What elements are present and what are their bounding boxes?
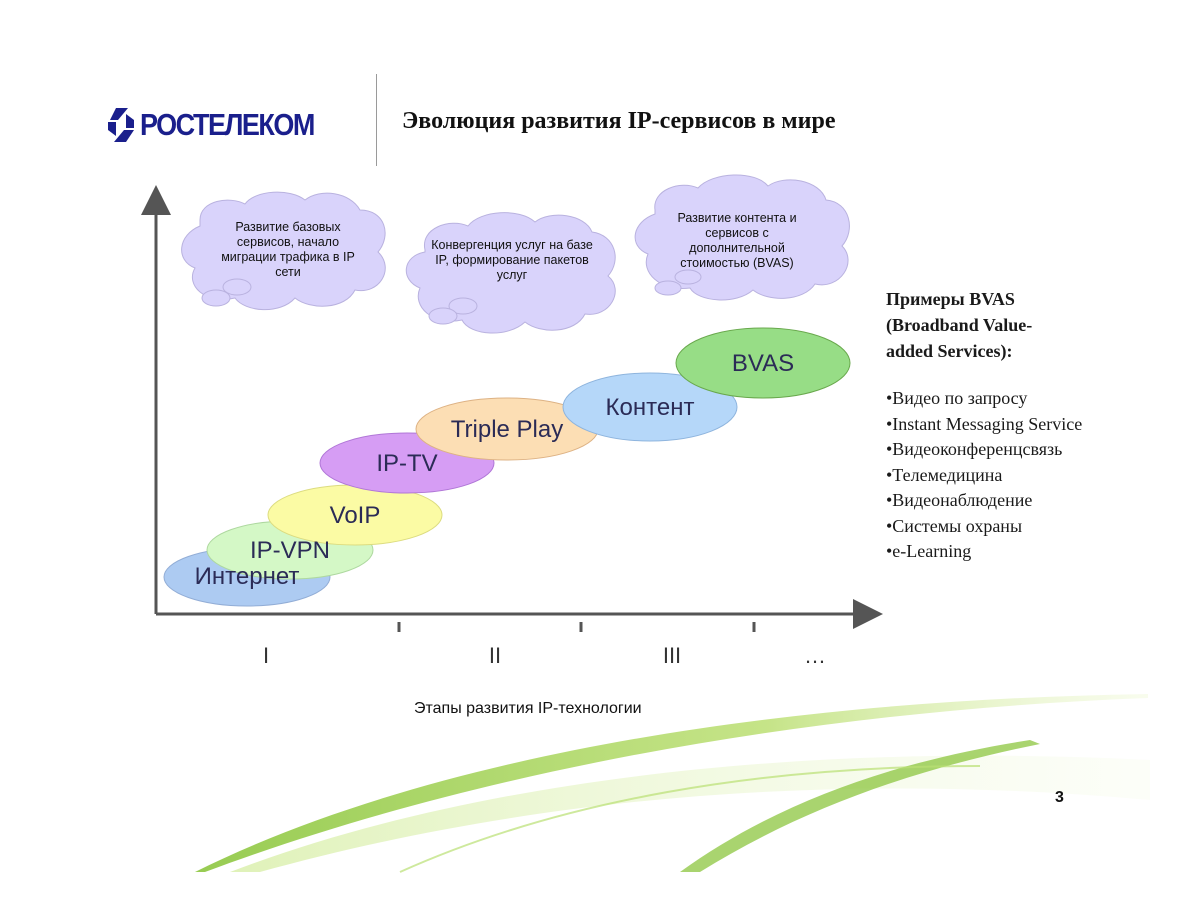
stage-label: … xyxy=(804,643,826,668)
stage-label: III xyxy=(662,643,682,668)
bvas-list-item: •Телемедицина xyxy=(886,464,1003,485)
stage-label: II xyxy=(488,643,502,668)
ellipse-bvas xyxy=(675,327,851,399)
stage-label: I xyxy=(262,643,270,668)
bvas-list-item: •Instant Messaging Service xyxy=(886,413,1083,434)
page-number: 3 xyxy=(1055,789,1064,806)
rostelecom-logo: РОСТЕЛЕКОМ xyxy=(106,105,315,145)
label-ip-vpn: IP-VPN xyxy=(249,537,331,564)
label-ip-tv: IP-TV xyxy=(376,450,438,477)
bvas-list: •Видео по запросу •Instant Messaging Ser… xyxy=(886,386,1186,565)
bvas-examples-panel: Примеры BVAS (Broadband Value-added Serv… xyxy=(886,286,1186,565)
slide-title: Эволюция развития IP-сервисов в мире xyxy=(402,108,836,134)
bvas-list-item: •Системы охраны xyxy=(886,515,1023,536)
label-bvas: BVAS xyxy=(731,350,795,377)
label-triple-play: Triple Play xyxy=(450,416,564,443)
cloud-basic-services xyxy=(181,191,386,311)
cloud-text-convergence: Конвергенция услуг на базе IP, формирова… xyxy=(431,238,593,282)
bvas-list-item: •Видеонаблюдение xyxy=(886,490,1033,510)
label-voip: VoIP xyxy=(329,502,381,529)
cloud-text-basic-services: Развитие базовых сервисов, начало миграц… xyxy=(221,220,355,279)
x-axis-title: Этапы развития IP-технологии xyxy=(414,700,642,717)
ellipse-content xyxy=(562,372,738,442)
cloud-content-bvas xyxy=(634,174,850,301)
logo-icon xyxy=(108,108,134,142)
bvas-list-item: •Видео по запросу xyxy=(886,388,1028,408)
cloud-text-content-bvas: Развитие контента и сервисов с дополните… xyxy=(677,211,797,270)
header-divider xyxy=(376,74,377,166)
label-internet: Интернет xyxy=(194,563,300,590)
label-content: Контент xyxy=(605,394,695,421)
logo-text: РОСТЕЛЕКОМ xyxy=(140,107,315,142)
bvas-list-item: •e-Learning xyxy=(886,541,972,561)
bvas-list-item: •Видеоконференцсвязь xyxy=(886,439,1063,459)
cloud-convergence xyxy=(405,212,616,334)
bvas-panel-title: Примеры BVAS (Broadband Value-added Serv… xyxy=(886,289,1033,361)
